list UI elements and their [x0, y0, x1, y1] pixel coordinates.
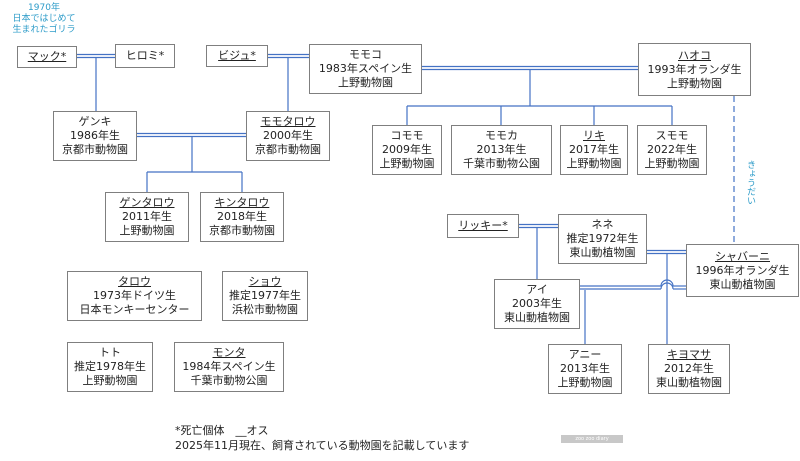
gorilla-zoo: 上野動物園: [82, 374, 138, 387]
gorilla-name: マック*: [27, 50, 67, 63]
gorilla-name: アニー: [568, 348, 602, 361]
gorilla-toto-box: トト推定1978年生上野動物園: [67, 342, 153, 392]
gorilla-zoo: 日本モンキーセンター: [79, 303, 190, 316]
gorilla-name: スモモ: [655, 129, 689, 142]
gorilla-mack-box: マック*: [17, 46, 77, 68]
gorilla-name: リッキー*: [458, 219, 508, 232]
gorilla-birth: 1983年スペイン生: [318, 62, 413, 75]
gorilla-zoo: 上野動物園: [566, 157, 622, 170]
gorilla-name: ゲンキ: [78, 115, 112, 128]
first-born-note: 1970年 日本ではじめて 生まれたゴリラ: [12, 3, 76, 35]
gorilla-name: ビジュ*: [218, 49, 256, 62]
gorilla-name: リキ: [583, 129, 605, 142]
gorilla-birth: 2000年生: [263, 129, 313, 142]
gorilla-birth: 推定1977年生: [229, 289, 301, 302]
gorilla-zoo: 京都市動物園: [255, 143, 321, 156]
gorilla-name: アイ: [526, 283, 548, 296]
gorilla-name: タロウ: [118, 275, 151, 288]
legend-line-2: 2025年11月現在、飼育されている動物園を記載しています: [175, 439, 470, 452]
gorilla-zoo: 京都市動物園: [209, 224, 275, 237]
gorilla-birth: 2012年生: [664, 362, 714, 375]
gorilla-birth: 1993年オランダ生: [647, 62, 742, 76]
gorilla-zoo: 東山動植物園: [504, 311, 570, 324]
gorilla-birth: 1973年ドイツ生: [93, 289, 176, 302]
gorilla-sho-box: ショウ推定1977年生浜松市動物園: [222, 271, 308, 321]
gorilla-name: モモタロウ: [260, 115, 316, 128]
gorilla-zoo: 東山動植物園: [569, 246, 636, 259]
gorilla-name: モモコ: [349, 48, 382, 61]
gorilla-zoo: 上野動物園: [379, 157, 435, 170]
gorilla-birth: 2022年生: [647, 143, 697, 156]
gorilla-birth: 2017年生: [569, 143, 619, 156]
credit-watermark: zoo zoo diary: [561, 435, 623, 443]
gorilla-birth: 1984年スペイン生: [182, 360, 276, 373]
gorilla-zoo: 上野動物園: [119, 224, 175, 237]
gorilla-name: トト: [99, 346, 121, 359]
gorilla-zoo: 上野動物園: [557, 376, 613, 389]
gorilla-name: コモモ: [390, 129, 424, 142]
gorilla-ricky-box: リッキー*: [447, 214, 519, 238]
gorilla-birth: 推定1978年生: [74, 360, 146, 373]
legend-line-1: *死亡個体 __オス: [175, 424, 269, 437]
gorilla-name: ゲンタロウ: [119, 196, 175, 209]
gorilla-name: シャバーニ: [715, 249, 770, 263]
legend: *死亡個体 __オス 2025年11月現在、飼育されている動物園を記載しています: [175, 423, 469, 453]
gorilla-zoo: 京都市動物園: [62, 143, 128, 156]
gorilla-name: モモカ: [485, 129, 518, 142]
gorilla-birth: 推定1972年生: [566, 232, 639, 245]
gorilla-name: ネネ: [591, 218, 614, 231]
line-hop: [660, 279, 674, 287]
gorilla-birth: 1996年オランダ生: [695, 263, 790, 277]
line-hop: [660, 282, 674, 290]
gorilla-zoo: 浜松市動物園: [232, 303, 298, 316]
gorilla-birth: 2013年生: [560, 362, 610, 375]
gorilla-name: キヨマサ: [667, 348, 711, 361]
gorilla-birth: 2003年生: [512, 297, 562, 310]
gorilla-nene-box: ネネ推定1972年生東山動植物園: [558, 214, 647, 264]
gorilla-zoo: 千葉市動物公園: [190, 374, 268, 387]
gorilla-name: ヒロミ*: [125, 49, 165, 62]
gorilla-zoo: 東山動植物園: [709, 277, 776, 291]
gorilla-birth: 2011年生: [122, 210, 172, 223]
gorilla-name: キンタロウ: [214, 196, 270, 209]
gorilla-zoo: 東山動植物園: [656, 376, 722, 389]
gorilla-zoo: 上野動物園: [667, 76, 722, 90]
gorilla-birth: 1986年生: [70, 129, 120, 142]
gorilla-name: ショウ: [248, 275, 282, 288]
gorilla-birth: 2013年生: [476, 143, 527, 156]
gorilla-birth: 2009年生: [382, 143, 432, 156]
gorilla-hiromi-box: ヒロミ*: [115, 44, 175, 68]
gorilla-name: モンタ: [212, 346, 246, 359]
gorilla-bijou-box: ビジュ*: [206, 45, 268, 67]
gorilla-zoo: 上野動物園: [644, 157, 700, 170]
gorilla-birth: 2018年生: [217, 210, 267, 223]
gorilla-name: ハオコ: [678, 48, 711, 62]
gorilla-zoo: 千葉市動物公園: [463, 157, 540, 170]
siblings-label: きょうだい: [745, 160, 755, 205]
gorilla-zoo: 上野動物園: [338, 76, 393, 89]
